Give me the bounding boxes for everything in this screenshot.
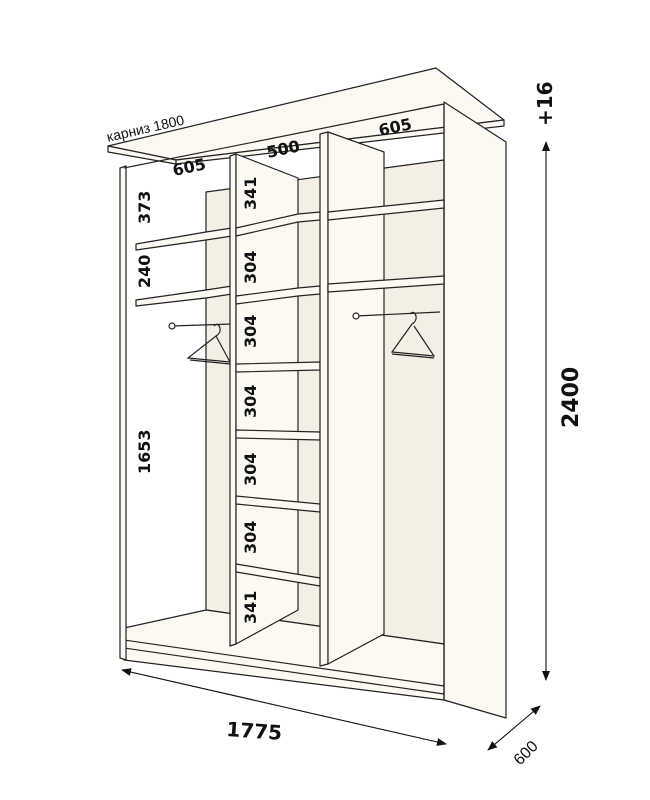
middle-label-7: 341 — [241, 591, 260, 624]
middle-label-3: 304 — [241, 315, 260, 348]
right-side-panel — [443, 101, 507, 719]
middle-label-5: 304 — [241, 453, 260, 486]
middle-label-6: 304 — [241, 521, 260, 554]
right-door-panel — [319, 131, 385, 667]
middle-door-panel — [229, 153, 299, 647]
left-label-bottom: 1653 — [135, 429, 154, 474]
hanger-icon — [390, 311, 436, 359]
height-label: 2400 — [559, 367, 584, 428]
top-front-edge — [123, 103, 445, 169]
left-side-panel — [119, 165, 127, 661]
cornice-extra-label: +16 — [533, 81, 557, 126]
left-rail — [168, 322, 233, 330]
width-label: 1775 — [226, 717, 283, 745]
left-label-second: 240 — [135, 255, 154, 288]
middle-label-4: 304 — [241, 385, 260, 418]
left-label-top: 373 — [135, 191, 154, 224]
width-dimension — [121, 668, 447, 746]
middle-label-2: 304 — [241, 251, 260, 284]
hanger-icon — [186, 323, 232, 365]
right-rail — [352, 311, 441, 320]
right-shelves — [327, 199, 445, 293]
depth-dimension — [487, 705, 541, 751]
depth-label: 600 — [511, 738, 542, 769]
middle-label-1: 341 — [241, 177, 260, 210]
